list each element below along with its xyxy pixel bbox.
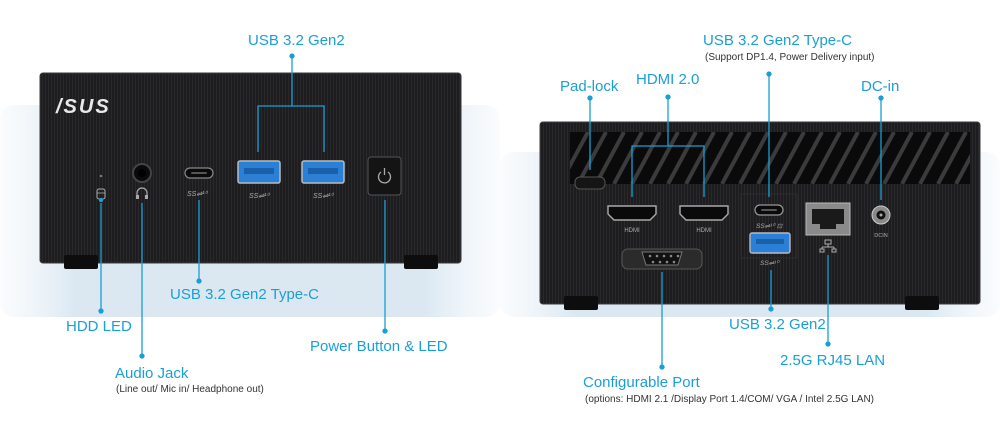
label-configurable-port: Configurable Port <box>583 374 700 391</box>
hdd-led <box>99 174 103 178</box>
label-audio-jack-sub: (Line out/ Mic in/ Headphone out) <box>116 384 264 395</box>
rear-vent <box>570 132 970 184</box>
hdmi-port-2 <box>679 205 729 221</box>
power-button <box>367 156 402 196</box>
front-foot-left <box>64 255 98 269</box>
front-unit: /SUS SS⇌¹⁰ SS⇌¹⁰ SS⇌¹⁰ <box>39 72 462 269</box>
label-usb-typec-rear: USB 3.2 Gen2 Type-C <box>703 32 852 49</box>
ss10-logo: SS⇌¹⁰ <box>760 260 780 267</box>
label-pad-lock: Pad-lock <box>560 78 619 95</box>
label-hdmi: HDMI 2.0 <box>636 71 700 88</box>
hdmi-port-text: HDMI <box>696 228 712 234</box>
configurable-port-com <box>621 248 703 270</box>
label-dc-in: DC-in <box>861 78 900 95</box>
front-foot-right <box>404 255 438 269</box>
rear-unit: HDMI HDMI SS⇌¹⁰ ⊡ SS⇌¹⁰ DC <box>539 121 981 310</box>
front-callouts <box>98 53 388 359</box>
ss10-logo: SS⇌¹⁰ <box>187 190 209 198</box>
ss10-logo: SS⇌¹⁰ <box>249 192 271 200</box>
dcin-text: DCIN <box>874 233 887 239</box>
label-audio-jack: Audio Jack <box>115 365 189 382</box>
pad-lock <box>574 176 606 190</box>
power-icon <box>377 168 392 184</box>
hdmi-port-text: HDMI <box>624 228 640 234</box>
hdmi-port-1 <box>607 205 657 221</box>
label-rj45-lan: 2.5G RJ45 LAN <box>780 352 886 369</box>
network-icon <box>819 239 837 253</box>
label-usb-typec-front: USB 3.2 Gen2 Type-C <box>170 286 319 303</box>
rear-callouts <box>587 71 884 370</box>
label-power-button: Power Button & LED <box>310 338 448 355</box>
label-usb-gen2-front: USB 3.2 Gen2 <box>248 32 345 49</box>
label-hdd-led: HDD LED <box>66 318 132 335</box>
label-usb-gen2-rear: USB 3.2 Gen2 <box>729 316 826 333</box>
ss10-logo: SS⇌¹⁰ <box>313 192 335 200</box>
ss10-dp-logo: SS⇌¹⁰ ⊡ <box>756 223 783 230</box>
rear-foot-left <box>564 296 598 310</box>
label-usb-typec-rear-sub: (Support DP1.4, Power Delivery input) <box>705 52 875 63</box>
rear-foot-right <box>905 296 939 310</box>
headset-icon <box>136 187 148 199</box>
label-configurable-port-sub: (options: HDMI 2.1 /Display Port 1.4/COM… <box>585 394 874 405</box>
rj45-port <box>805 202 851 236</box>
asus-logo: /SUS <box>55 96 111 118</box>
